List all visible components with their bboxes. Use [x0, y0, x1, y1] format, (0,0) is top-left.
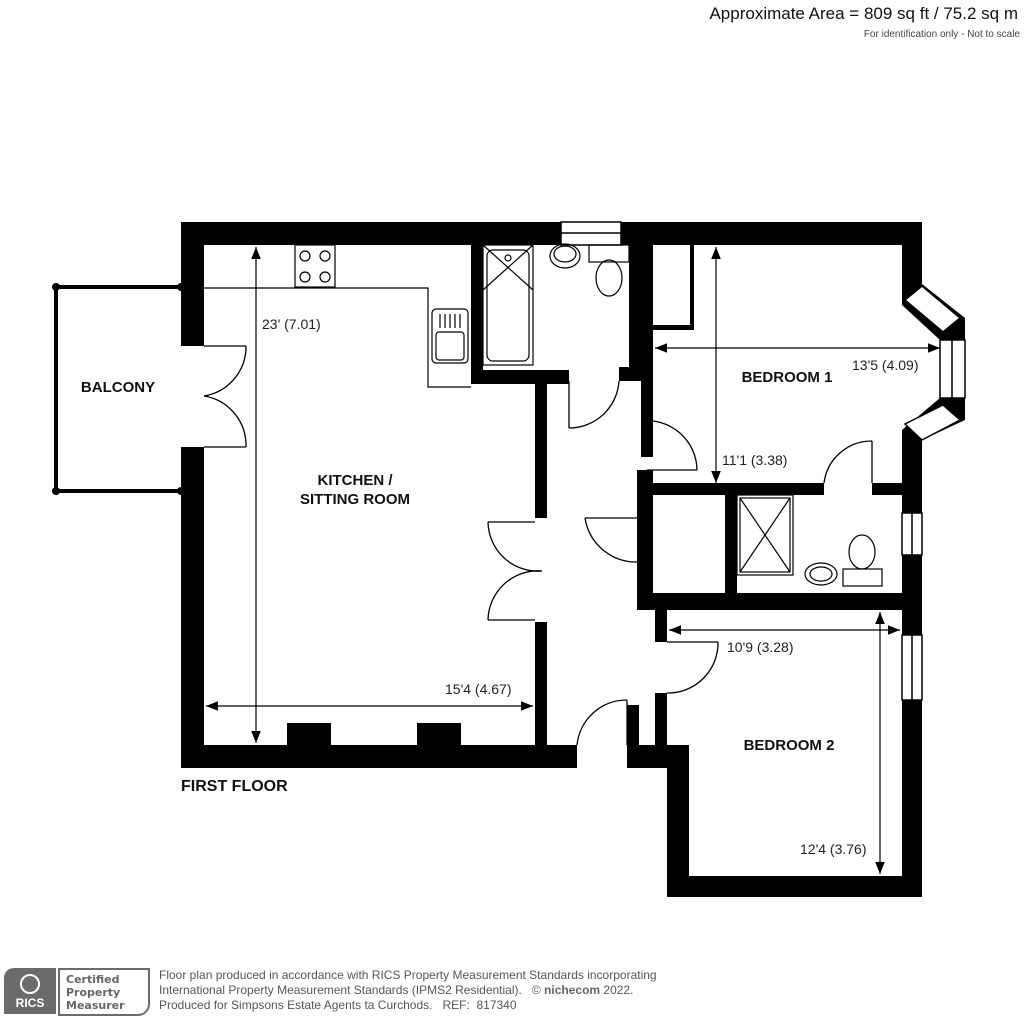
- footer-line-1: Floor plan produced in accordance with R…: [159, 968, 657, 982]
- copyright-icon: ©: [531, 983, 541, 997]
- certified-measurer-label: Certified Property Measurer: [58, 968, 150, 1016]
- footer-line-3: Produced for Simpsons Estate Agents ta C…: [159, 998, 517, 1012]
- approximate-area: Approximate Area = 809 sq ft / 75.2 sq m: [709, 4, 1018, 23]
- dimension-kitchen-width: 15'4 (4.67): [445, 681, 512, 697]
- room-label-kitchen-line1: KITCHEN /: [318, 472, 394, 489]
- dimension-bedroom2-width: 10'9 (3.28): [727, 639, 794, 655]
- kitchen-fittings: [204, 244, 471, 388]
- room-label-kitchen-line2: SITTING ROOM: [300, 491, 410, 508]
- dimension-bedroom1-length: 11'1 (3.38): [722, 452, 787, 468]
- dimension-bedroom2-length: 12'4 (3.76): [800, 841, 867, 857]
- room-label-balcony: BALCONY: [81, 379, 155, 396]
- footer-disclaimer: Floor plan produced in accordance with R…: [159, 968, 657, 1013]
- bathroom-fittings: [482, 243, 883, 587]
- walls: [181, 222, 965, 897]
- dimension-bedroom1-width: 13'5 (4.09): [852, 357, 919, 373]
- floor-plan: BALCONY KITCHEN / SITTING ROOM BEDROOM 1…: [52, 221, 966, 897]
- lion-icon: [20, 974, 40, 994]
- rics-logo: RICS: [4, 968, 56, 1014]
- windows: [560, 221, 966, 701]
- balcony-outline: [52, 283, 185, 495]
- floor-label: FIRST FLOOR: [181, 778, 288, 795]
- room-label-bedroom1: BEDROOM 1: [742, 369, 833, 386]
- doors: [203, 345, 873, 746]
- footer-line-2: International Property Measurement Stand…: [159, 983, 634, 997]
- brand-name: nichecom: [544, 983, 601, 997]
- dimension-lines: [206, 247, 940, 874]
- footer: RICS Certified Property Measurer Floor p…: [0, 965, 1024, 1020]
- rics-certified-badge: RICS Certified Property Measurer: [4, 968, 150, 1016]
- room-label-bedroom2: BEDROOM 2: [744, 737, 835, 754]
- dimension-kitchen-length: 23' (7.01): [262, 316, 321, 332]
- disclaimer-note: For identification only - Not to scale: [863, 29, 1020, 40]
